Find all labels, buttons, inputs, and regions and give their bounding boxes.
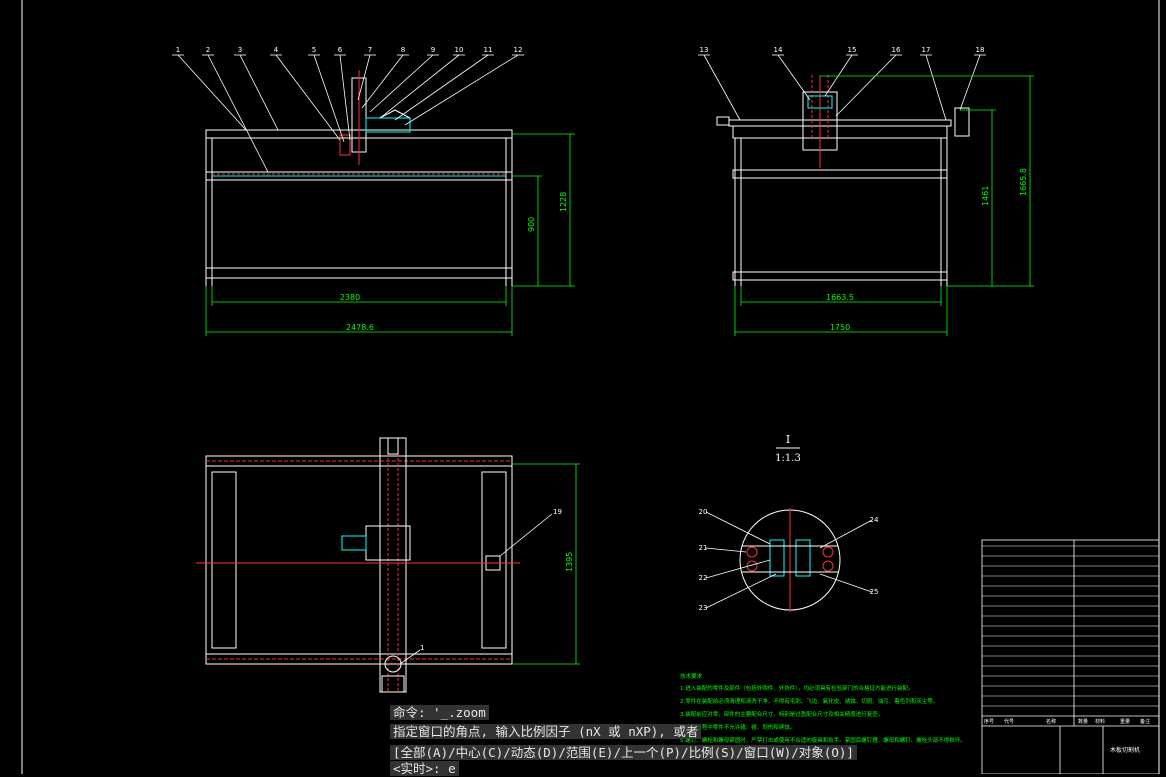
part-label: 12	[514, 46, 523, 54]
command-prompt: <实时>:	[393, 761, 441, 776]
zoom-option-dynamic[interactable]: 动态(D)	[510, 745, 559, 760]
detail-view	[705, 447, 873, 612]
title-block-header: 序号	[984, 718, 994, 725]
command-history-text: 指定窗口的角点, 输入比例因子 (nX 或 nXP), 或者	[390, 724, 702, 739]
tech-note-line: 2.零件在装配前必须清理和清洗干净，不得有毛刺、飞边、氧化皮、锈蚀、切屑、油污、…	[680, 697, 938, 705]
top-view-dimensions	[512, 463, 580, 665]
zoom-option-window[interactable]: 窗口(W)	[743, 745, 792, 760]
zoom-option-all[interactable]: 全部(A)	[400, 745, 449, 760]
title-block-header: 重量	[1120, 718, 1130, 725]
part-label: 20	[699, 508, 708, 516]
sheet-border	[21, 0, 1160, 774]
part-label: 4	[274, 46, 279, 54]
part-label: 1	[420, 644, 424, 652]
tech-notes-heading: 技术要求	[680, 672, 703, 680]
part-label: 2	[206, 46, 210, 54]
part-label: 13	[700, 46, 709, 54]
part-label: 3	[238, 46, 242, 54]
top-view	[196, 437, 553, 693]
command-input[interactable]: e	[448, 761, 456, 776]
dimension-text: 1228	[559, 192, 568, 212]
command-history-text: 命令: '_.zoom	[390, 705, 489, 720]
part-label: 18	[976, 46, 985, 54]
title-block-text: 序号 代号 名称 数量 材料 重量 备注 木板切割机	[984, 718, 1150, 754]
zoom-option-center[interactable]: 中心(C)	[455, 745, 504, 760]
title-block-header: 备注	[1140, 718, 1150, 725]
title-block-rows	[982, 545, 1159, 707]
tech-note-line: 5.螺钉、螺栓和螺母紧固时，严禁打击或使用不合适的旋具和扳手。紧固后螺钉槽、螺母…	[680, 736, 966, 744]
part-label: 8	[401, 46, 405, 54]
title-block-drawing-name: 木板切割机	[1110, 746, 1140, 754]
dimension-text: 1750	[830, 323, 850, 332]
tech-note-line: 4.装配过程中零件不允许磕、碰、划伤和锈蚀。	[680, 723, 795, 731]
part-label: 25	[870, 588, 879, 596]
part-label: 1	[176, 46, 180, 54]
part-label: 19	[553, 508, 562, 516]
side-view-labels: 13 14 15 16 17 18	[700, 46, 985, 54]
part-label: 17	[922, 46, 931, 54]
dimension-text: 1665.8	[1019, 168, 1028, 196]
zoom-option-extents[interactable]: 范围(E)	[565, 745, 614, 760]
side-view	[698, 54, 986, 286]
part-label: 7	[368, 46, 372, 54]
title-block-header: 材料	[1095, 718, 1105, 725]
options-open-bracket: [	[393, 745, 401, 760]
part-label: 10	[455, 46, 464, 54]
tech-note-line: 3.装配前应对零、部件的主要配合尺寸，特别是过盈配合尺寸及相关精度进行复查。	[680, 710, 883, 718]
part-label: 16	[892, 46, 901, 54]
title-block	[981, 539, 1160, 774]
command-history-line: 命令: '_.zoom	[390, 705, 489, 721]
command-options: [全部(A)/中心(C)/动态(D)/范围(E)/上一个(P)/比例(S)/窗口…	[390, 745, 857, 760]
part-label: 6	[338, 46, 343, 54]
dimension-text: 2380	[340, 293, 360, 302]
dimension-text: 2478.6	[346, 323, 374, 332]
title-block-header: 数量	[1078, 718, 1088, 725]
dimension-text: 900	[527, 217, 536, 232]
dimension-text: 1663.5	[826, 293, 854, 302]
detail-scale: 1:1.3	[775, 453, 801, 464]
command-input-line[interactable]: <实时>: e	[390, 761, 459, 777]
options-close-bracket: ]	[846, 745, 854, 760]
part-label: 24	[870, 516, 879, 524]
front-view	[172, 54, 524, 286]
zoom-option-object[interactable]: 对象(O)	[798, 745, 847, 760]
zoom-option-scale[interactable]: 比例(S)	[688, 745, 737, 760]
dimension-text: 1395	[565, 552, 574, 572]
part-label: 22	[699, 574, 708, 582]
title-block-header: 名称	[1046, 718, 1056, 725]
front-view-dimensions	[205, 133, 575, 336]
tech-notes: 技术要求 1.进入装配的零件及部件（包括外购件、外协件），均必须具有检验部门的合…	[680, 672, 966, 744]
side-view-dimensions	[734, 75, 1034, 336]
part-label: 23	[699, 604, 708, 612]
part-label: 21	[699, 544, 708, 552]
part-label: 11	[484, 46, 493, 54]
zoom-option-previous[interactable]: 上一个(P)	[620, 745, 682, 760]
command-history-line: 指定窗口的角点, 输入比例因子 (nX 或 nXP), 或者	[390, 724, 702, 740]
part-label: 14	[774, 46, 783, 54]
command-options-line: [全部(A)/中心(C)/动态(D)/范围(E)/上一个(P)/比例(S)/窗口…	[390, 745, 857, 761]
detail-title: I	[786, 433, 790, 446]
part-label: 9	[431, 46, 435, 54]
tech-note-line: 1.进入装配的零件及部件（包括外购件、外协件），均必须具有检验部门的合格证方能进…	[680, 684, 914, 692]
part-label: 15	[848, 46, 857, 54]
title-block-header: 代号	[1004, 718, 1014, 725]
part-label: 5	[312, 46, 316, 54]
dimension-text: 1461	[981, 186, 990, 206]
front-view-labels: 1 2 3 4 5 6 7 8 9 10 11 12	[176, 46, 523, 54]
